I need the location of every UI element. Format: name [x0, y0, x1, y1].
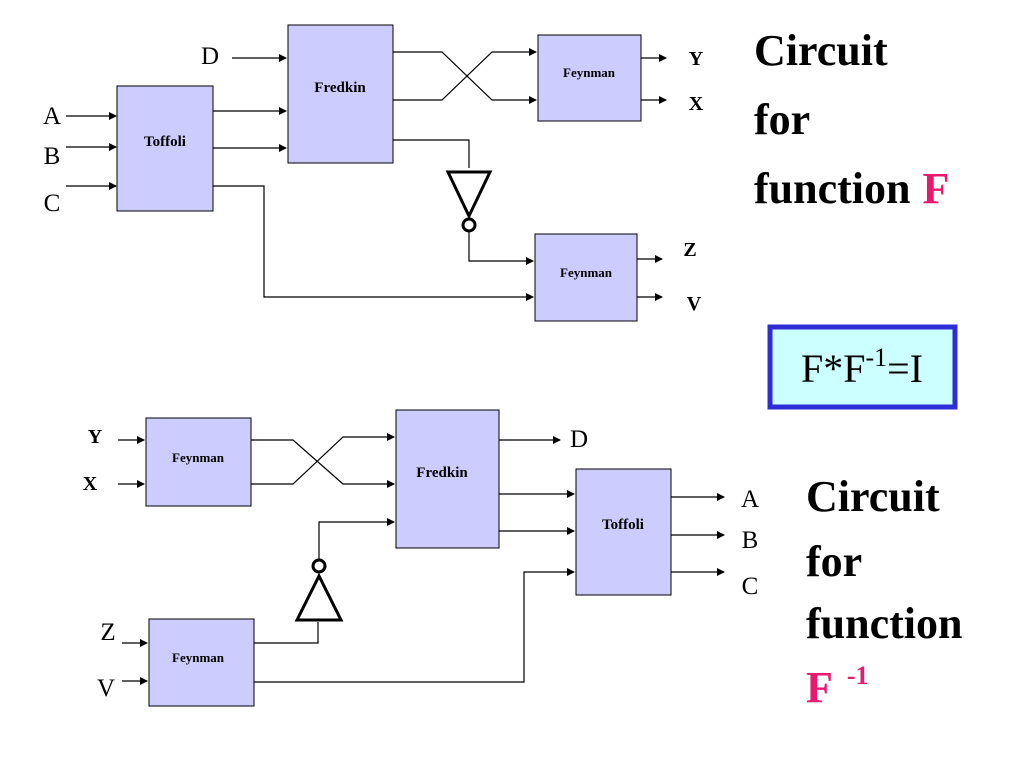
toffoli-gate [116, 85, 214, 212]
output-label-c: C [742, 573, 759, 600]
bottom-title-line1: Circuit [806, 472, 940, 521]
fredkin-gate [287, 24, 394, 164]
wire-feynman2-toffoli [254, 568, 575, 683]
output-label-z: Z [683, 239, 696, 261]
feynman-gate-2 [534, 233, 638, 322]
input-label-v: V [97, 675, 115, 702]
output-label-y: Y [689, 48, 704, 70]
top-circuit: Toffoli Fredkin Feynman Feynman D A B C … [43, 24, 949, 322]
identity-equation: F*F-1=I [801, 343, 923, 391]
feynman-2-label: Feynman [172, 650, 225, 665]
feynman-1-label: Feynman [172, 450, 225, 465]
fredkin-gate [395, 409, 500, 549]
feynman-2-label: Feynman [560, 265, 613, 280]
wire-toffoli-feynman2 [213, 185, 534, 301]
fredkin-label: Fredkin [416, 465, 468, 481]
input-label-x: X [83, 473, 98, 495]
output-label-a: A [741, 486, 759, 513]
bottom-title-function: F-1 [806, 661, 869, 712]
output-label-b: B [742, 527, 759, 554]
feynman-gate-1 [145, 417, 252, 507]
bottom-title-line2: for [806, 537, 862, 586]
not-gate-icon [445, 170, 493, 233]
input-label-b: B [44, 143, 61, 170]
bottom-title-line3: function [806, 599, 962, 648]
input-label-y: Y [88, 426, 103, 448]
feynman-1-label: Feynman [563, 65, 616, 80]
wire-cross-2 [251, 433, 395, 485]
input-label-c: C [44, 190, 61, 217]
input-label-z: Z [100, 619, 115, 646]
toffoli-label: Toffoli [602, 517, 644, 533]
wire-cross-1 [393, 51, 537, 104]
not-gate-icon [294, 558, 344, 622]
toffoli-label: Toffoli [144, 134, 186, 150]
wire-cross-1 [251, 439, 395, 488]
top-title-line1: Circuit [754, 26, 888, 75]
top-title-function: F [922, 164, 949, 213]
input-label-a: A [43, 103, 61, 130]
feynman-gate-2 [148, 618, 255, 707]
wire-fredkin-inverter [393, 139, 470, 168]
wire-feynman2-inverter [254, 622, 319, 644]
wire-inverter-feynman2 [468, 231, 534, 265]
identity-box: F*F-1=I [767, 324, 958, 410]
feynman-gate-1 [537, 34, 642, 122]
output-label-d: D [570, 426, 588, 453]
input-label-d: D [201, 43, 219, 70]
top-title-line2: for [754, 95, 810, 144]
wire-cross-2 [393, 48, 537, 101]
toffoli-gate [575, 468, 672, 596]
wire-inverter-fredkin [318, 518, 395, 560]
fredkin-label: Fredkin [314, 80, 366, 96]
output-label-v: V [687, 293, 702, 315]
output-label-x: X [689, 93, 704, 115]
bottom-circuit: Feynman Fredkin Toffoli Feynman Y X Z V … [83, 409, 962, 712]
